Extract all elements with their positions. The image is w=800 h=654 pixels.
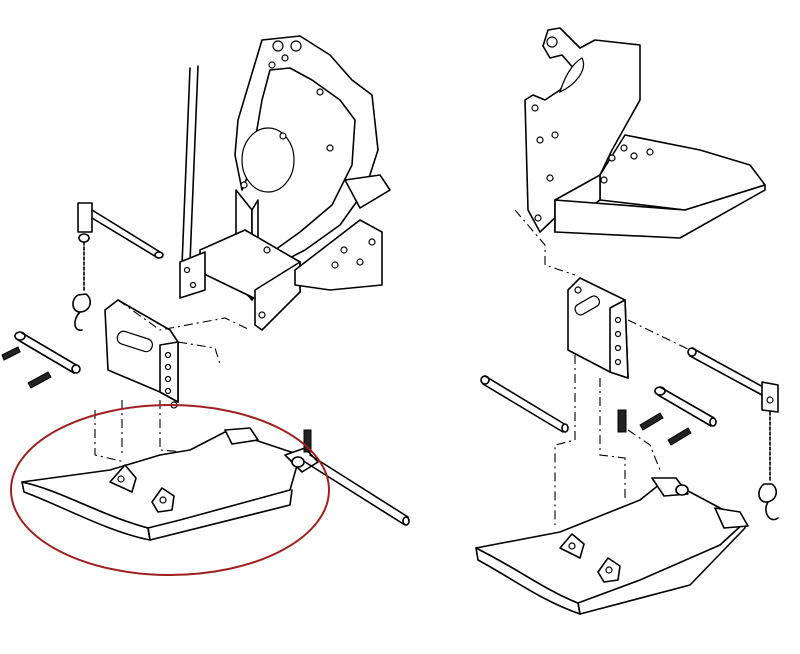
highlight-circle (10, 404, 330, 576)
hitch-pin-with-chain (72, 202, 164, 331)
pivot-rod-left (304, 454, 410, 526)
mounting-plate-large (234, 35, 379, 263)
long-pin-right-upper (687, 347, 779, 521)
mower-deck-bracket (179, 174, 391, 331)
height-adjust-bracket-right (567, 277, 629, 379)
deck-foot-plate-right (475, 477, 749, 615)
spring-pins-right (617, 409, 692, 446)
assembly-lines-left (94, 299, 251, 470)
exploded-view-right (475, 27, 779, 615)
frame-beam-right (554, 134, 766, 239)
frame-rails (181, 65, 199, 266)
frame-plate-right (524, 27, 641, 233)
spring-pin-left-1 (1, 346, 21, 361)
assembly-lines-right (514, 209, 691, 525)
long-pin-right-lower (480, 375, 569, 433)
exploded-view-left (1, 35, 410, 576)
clevis-pin-right (654, 386, 717, 427)
plate-center-hole (241, 127, 295, 193)
deck-foot-plate-left (21, 427, 319, 541)
spring-pin-left-2 (27, 371, 52, 389)
clevis-pin-left (14, 331, 81, 374)
height-adjust-bracket-left (104, 299, 179, 409)
